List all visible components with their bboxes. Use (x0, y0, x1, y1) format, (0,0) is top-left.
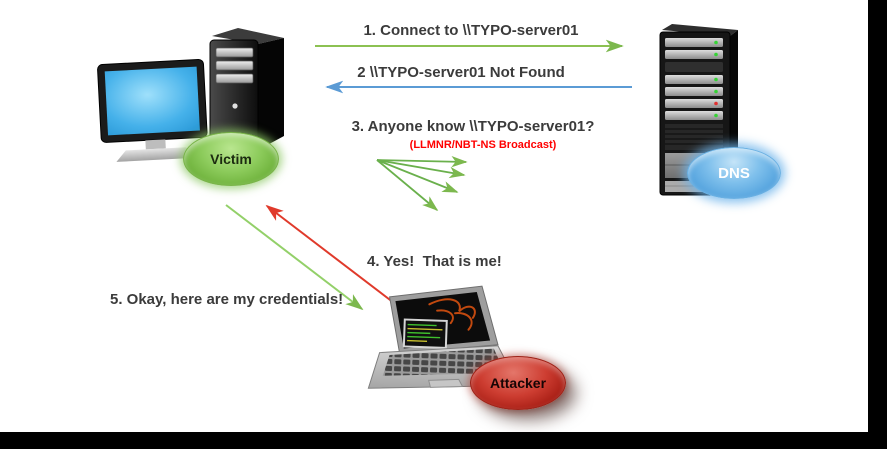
dns-label-text: DNS (718, 164, 750, 182)
server-drive-bays (665, 38, 723, 120)
victim-computer-icon (97, 28, 284, 162)
message-4-label: 4. Yes! That is me! (367, 253, 502, 270)
terminal-window (402, 318, 448, 349)
attacker-label-text: Attacker (489, 375, 547, 391)
arrow-yes-me (265, 204, 399, 307)
victim-label-text: Victim (210, 151, 252, 167)
victim-node-label: Victim (183, 132, 279, 186)
monitor (97, 58, 208, 162)
laptop-trackpad (428, 378, 464, 388)
message-5-label: 5. Okay, here are my credentials! (110, 291, 344, 308)
message-3-sublabel: (LLMNR/NBT-NS Broadcast) (409, 139, 557, 151)
tower-case (209, 28, 284, 153)
laptop-keyboard (382, 348, 505, 376)
message-arrows (225, 39, 632, 311)
message-1-label: 1. Connect to \\TYPO-server01 (363, 22, 579, 39)
message-2-label: 2 \\TYPO-server01 Not Found (357, 64, 565, 81)
message-3-label: 3. Anyone know \\TYPO-server01? (351, 118, 595, 135)
attacker-node-label: Attacker (470, 356, 566, 410)
arrow-credentials (225, 204, 364, 311)
arrow-broadcast-fan (376, 156, 468, 212)
kali-dragon-logo (428, 298, 476, 331)
diagram-canvas: Victim DNS Attacker 1. Connect to \\TYPO… (0, 0, 868, 432)
dns-node-label: DNS (687, 147, 781, 199)
